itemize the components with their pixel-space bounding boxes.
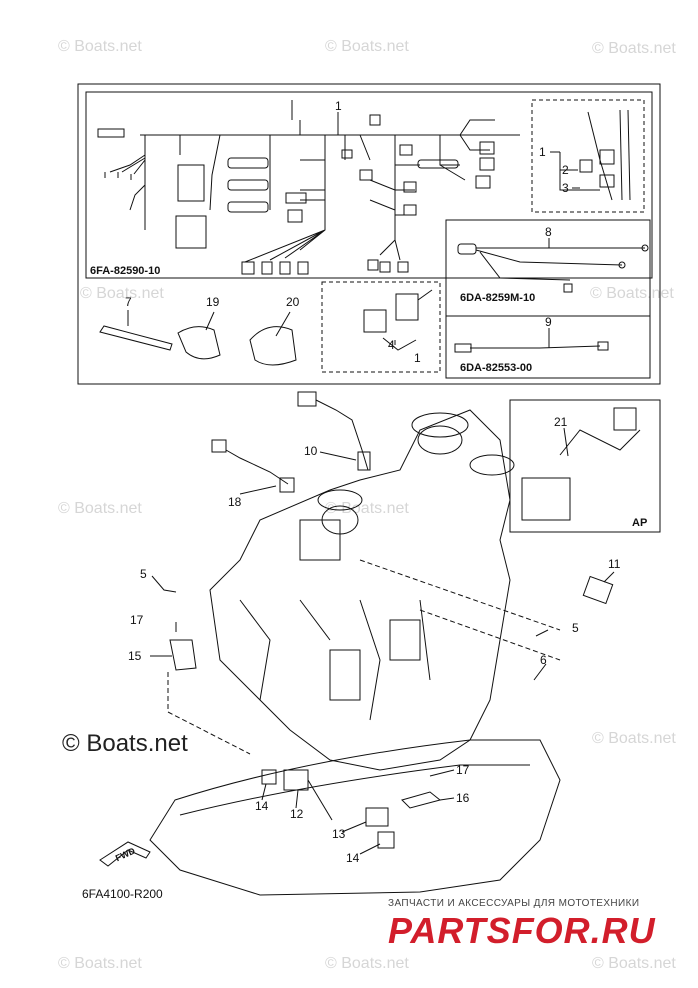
dashed-box-sensor — [531, 99, 645, 213]
callout-5: 5 — [140, 567, 147, 581]
callout-19: 19 — [206, 295, 220, 309]
callout-11: 11 — [608, 557, 621, 571]
callout-5b: 5 — [572, 621, 579, 635]
watermark: © Boats.net — [58, 500, 142, 517]
callout-9: 9 — [545, 315, 552, 329]
watermark: © Boats.net — [592, 955, 676, 972]
callout-1: 1 — [335, 99, 342, 113]
harness-frame-outer — [77, 83, 661, 385]
watermark: © Boats.net — [325, 38, 409, 55]
watermark: © Boats.net — [590, 285, 674, 302]
callout-15: 15 — [128, 649, 142, 663]
callout-3: 3 — [562, 181, 569, 195]
watermark: © Boats.net — [325, 955, 409, 972]
callout-18: 18 — [228, 495, 242, 509]
fwd-arrow-icon — [99, 841, 151, 867]
callout-17b: 17 — [456, 763, 470, 777]
callout-16: 16 — [456, 791, 470, 805]
callout-6: 6 — [540, 653, 547, 667]
dashed-box-connector — [321, 281, 441, 373]
watermark: © Boats.net — [80, 285, 164, 302]
callout-1b: 1 — [539, 145, 546, 159]
callout-2: 2 — [562, 163, 569, 177]
part-code-main-harness: 6FA-82590-10 — [90, 265, 161, 277]
harness-frame-inner — [85, 91, 653, 279]
callout-1c: 1 — [414, 351, 421, 365]
callout-17: 17 — [130, 613, 144, 627]
callout-14b: 14 — [346, 851, 360, 865]
watermark: © Boats.net — [58, 38, 142, 55]
part-code-sub-harness: 6DA-8259M-10 — [460, 292, 536, 304]
callout-14: 14 — [255, 799, 269, 813]
ap-label: AP — [632, 517, 647, 529]
watermark-large: © Boats.net — [62, 730, 188, 757]
callout-12: 12 — [290, 807, 304, 821]
watermark: © Boats.net — [58, 955, 142, 972]
sub-frame-right — [445, 219, 651, 379]
callout-10: 10 — [304, 444, 318, 458]
brand-tagline: ЗАПЧАСТИ И АКСЕССУАРЫ ДЛЯ МОТОТЕХНИКИ — [388, 898, 640, 909]
callout-7: 7 — [125, 295, 132, 309]
callout-8: 8 — [545, 225, 552, 239]
callout-20: 20 — [286, 295, 300, 309]
brand-logo: PARTSFOR.RU — [388, 910, 656, 951]
watermark: © Boats.net — [592, 730, 676, 747]
watermark: © Boats.net — [325, 500, 409, 517]
callout-21: 21 — [554, 415, 568, 429]
watermark: © Boats.net — [592, 40, 676, 57]
callout-4: 4 — [388, 338, 395, 352]
ap-box — [509, 399, 661, 533]
callout-13: 13 — [332, 827, 346, 841]
diagram-id: 6FA4100-R200 — [82, 887, 163, 901]
part-code-lead: 6DA-82553-00 — [460, 362, 533, 374]
